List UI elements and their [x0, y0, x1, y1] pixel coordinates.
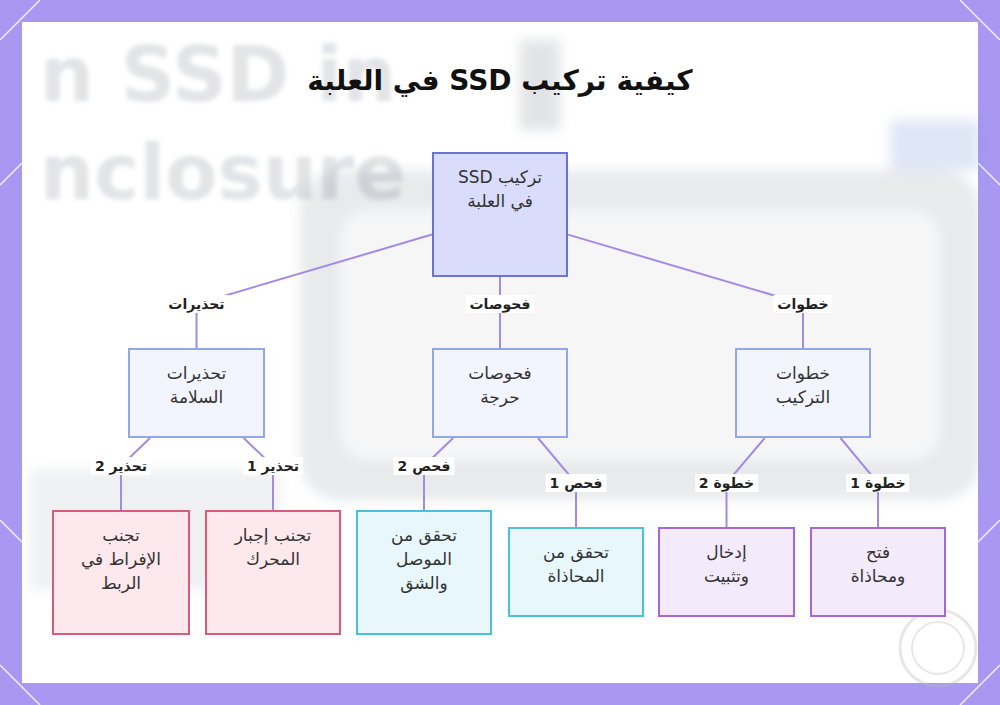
- node-label: تحقق من المحاذاة: [520, 529, 632, 589]
- white-panel: [22, 22, 978, 683]
- watermark-seal: [900, 610, 976, 686]
- step-box: إدخال وتثبيت: [658, 527, 795, 617]
- diagram-title: كيفية تركيب SSD في العلبة: [0, 64, 1000, 97]
- edge-label: فحوصات: [466, 295, 535, 313]
- edge-label: خطوة 2: [695, 474, 758, 492]
- tree-connector: [568, 235, 803, 348]
- node-label: إدخال وتثبيت: [689, 529, 765, 589]
- step-box: فتح ومحاذاة: [810, 527, 946, 617]
- node-label: تجنب إجبار المحرك: [217, 512, 329, 572]
- category-box: فحوصات حرجة: [432, 348, 568, 438]
- edge-label: تحذير 1: [243, 457, 303, 475]
- edge-label: خطوة 1: [846, 474, 909, 492]
- node-label: تركيب SSD في العلبة: [450, 154, 550, 214]
- node-label: تجنب الإفراط في الربط: [75, 512, 167, 595]
- node-label: فحوصات حرجة: [462, 350, 538, 410]
- edge-label: تحذيرات: [164, 295, 228, 313]
- edge-label: تحذير 2: [91, 457, 151, 475]
- category-box: تحذيرات السلامة: [128, 348, 265, 438]
- blurred-photo: [30, 40, 980, 590]
- tree-connector: [197, 235, 433, 348]
- check-box: تحقق من المحاذاة: [508, 527, 644, 617]
- root-box: تركيب SSD في العلبة: [432, 152, 568, 277]
- node-label: تحذيرات السلامة: [155, 350, 239, 410]
- edge-label: خطوات: [773, 295, 832, 313]
- edge-label: فحص 1: [546, 474, 607, 492]
- edge-label: فحص 2: [394, 457, 455, 475]
- node-label: فتح ومحاذاة: [840, 529, 916, 589]
- node-label: تحقق من الموصل والشق: [382, 512, 466, 595]
- category-box: خطوات التركيب: [735, 348, 871, 438]
- background-watermark-text: nclosure: [40, 128, 406, 217]
- check-box: تحقق من الموصل والشق: [356, 510, 492, 635]
- node-label: خطوات التركيب: [765, 350, 841, 410]
- warning-box: تجنب الإفراط في الربط: [52, 510, 190, 635]
- warning-box: تجنب إجبار المحرك: [205, 510, 341, 635]
